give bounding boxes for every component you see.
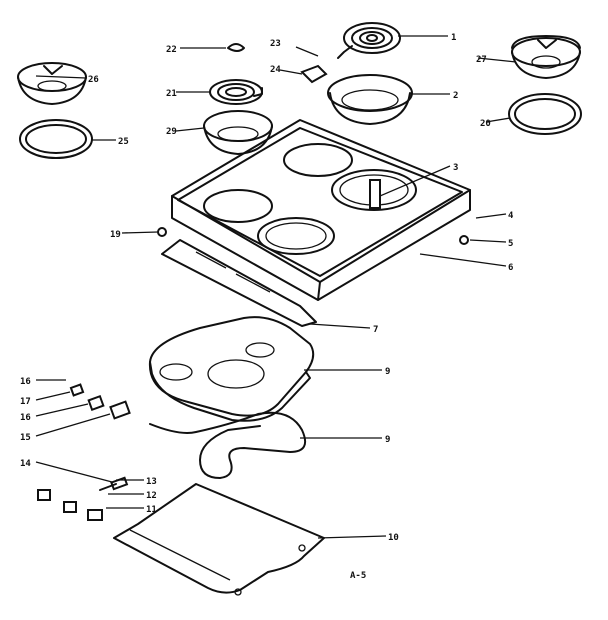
wire-harness xyxy=(149,411,306,479)
cooktop-main-top xyxy=(157,119,471,327)
connector-left-c xyxy=(87,509,103,521)
callout-16-lower: 16 xyxy=(20,413,31,423)
callout-10: 10 xyxy=(388,533,399,543)
surface-element-coil xyxy=(337,22,401,59)
callout-11: 11 xyxy=(146,505,157,515)
callout-26: 26 xyxy=(88,75,99,85)
callout-29: 29 xyxy=(166,127,177,137)
drip-bowl-notched-right xyxy=(511,35,581,79)
callout-19: 19 xyxy=(110,230,121,240)
callout-17: 17 xyxy=(20,397,31,407)
terminal-block xyxy=(300,64,328,84)
drip-bowl-notched-left xyxy=(17,62,87,105)
callout-27: 27 xyxy=(476,55,487,65)
callout-14: 14 xyxy=(20,459,31,469)
surface-element-small xyxy=(209,79,263,105)
leader-23 xyxy=(295,46,319,57)
switch-15 xyxy=(109,400,131,420)
connector-left-a xyxy=(37,489,51,501)
callout-1: 1 xyxy=(451,33,456,43)
callout-24: 24 xyxy=(270,65,281,75)
trim-ring-right xyxy=(508,93,582,135)
element-receptacle-pan xyxy=(148,316,315,422)
trim-ring-left xyxy=(19,119,93,159)
callout-23: 23 xyxy=(270,39,281,49)
callout-7: 7 xyxy=(373,325,378,335)
callout-15: 15 xyxy=(20,433,31,443)
callout-9-pan: 9 xyxy=(385,367,390,377)
drip-bowl-small xyxy=(203,110,273,155)
callout-2: 2 xyxy=(453,91,458,101)
callout-9-harness: 9 xyxy=(385,435,390,445)
connector-left-b xyxy=(63,501,77,513)
callout-25: 25 xyxy=(118,137,129,147)
figure-caption: A-5 xyxy=(350,571,366,581)
callout-5: 5 xyxy=(508,239,513,249)
retaining-clip xyxy=(227,43,245,52)
callout-6: 6 xyxy=(508,263,513,273)
callout-4: 4 xyxy=(508,211,514,221)
callout-13: 13 xyxy=(146,477,157,487)
callout-3: 3 xyxy=(453,163,458,173)
callout-16-upper: 16 xyxy=(20,377,31,387)
callout-22: 22 xyxy=(166,45,177,55)
callout-12: 12 xyxy=(146,491,157,501)
clip-16 xyxy=(87,394,105,412)
clip-13 xyxy=(99,483,117,491)
clip-17 xyxy=(69,383,85,397)
bottom-pan xyxy=(113,483,325,596)
drip-bowl-large xyxy=(327,74,413,125)
callout-20: 20 xyxy=(480,119,491,129)
callout-21: 21 xyxy=(166,89,177,99)
